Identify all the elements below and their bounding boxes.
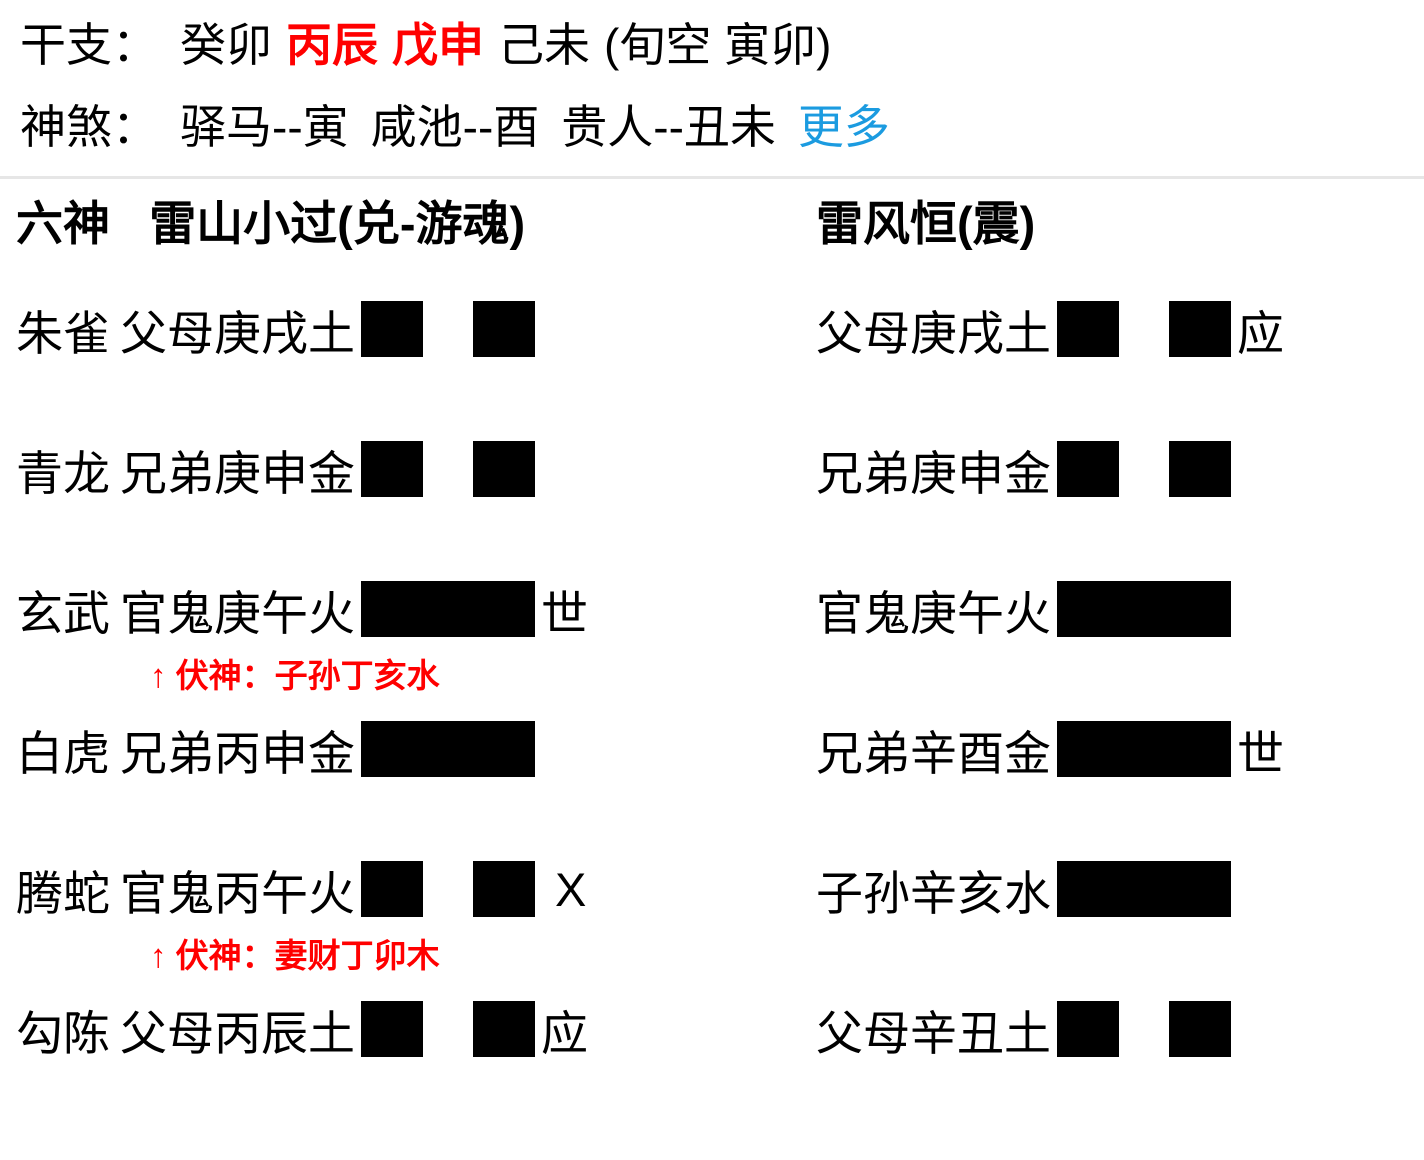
yao-name-label: 兄弟庚申金 bbox=[816, 446, 1051, 500]
yao-left-cell[interactable]: 白虎 兄弟丙申金 bbox=[16, 701, 555, 797]
ganzhi-label: 干支： bbox=[20, 19, 158, 71]
yao-line-yang-icon bbox=[1057, 859, 1231, 919]
fushen-annotation: ↑ 伏神：妻财丁卯木 bbox=[150, 937, 440, 974]
yao-right-cell[interactable]: 兄弟庚申金 bbox=[816, 421, 1237, 517]
yao-right-cell[interactable]: 子孙辛亥水 bbox=[816, 841, 1237, 937]
yao-line-yin-icon bbox=[1057, 999, 1231, 1059]
yao-name-label: 父母庚戌土 bbox=[120, 306, 355, 360]
yao-left-cell[interactable]: 青龙 兄弟庚申金 bbox=[16, 421, 555, 517]
section-divider bbox=[0, 176, 1424, 179]
yao-right-cell[interactable]: 父母庚戌土 应 bbox=[816, 281, 1284, 377]
yao-line-yin-icon bbox=[361, 999, 535, 1059]
yao-name-label: 兄弟庚申金 bbox=[120, 446, 355, 500]
hexagram-table: 六神 雷山小过(兑-游魂) 雷风恒(震) 朱雀 父母庚戌土 父母庚戌土 应 青龙… bbox=[0, 179, 1424, 1121]
yao-row: 勾陈 父母丙辰土 应 父母辛丑土 bbox=[0, 981, 1424, 1121]
yao-line-yin-icon bbox=[1057, 299, 1231, 359]
yao-name-label: 官鬼丙午火 bbox=[120, 866, 355, 920]
yao-name-label: 官鬼庚午火 bbox=[816, 586, 1051, 640]
yao-name-label: 兄弟丙申金 bbox=[120, 726, 355, 780]
shensha-item-guiren: 贵人--丑未 bbox=[561, 101, 776, 153]
yao-left-cell[interactable]: 玄武 官鬼庚午火 世 bbox=[16, 561, 602, 657]
sixgod-label: 玄武 bbox=[16, 586, 110, 640]
divination-info-block: 干支： 癸卯丙辰戊申己未 (旬空 寅卯) 神煞： 驿马--寅咸池--酉贵人--丑未更多 bbox=[0, 0, 1424, 168]
yao-left-cell[interactable]: 朱雀 父母庚戌土 bbox=[16, 281, 555, 377]
hexagram-primary-header: 六神 雷山小过(兑-游魂) bbox=[16, 185, 816, 254]
shensha-line: 神煞： 驿马--寅咸池--酉贵人--丑未更多 bbox=[20, 86, 1424, 168]
shensha-item-xianchi: 咸池--酉 bbox=[370, 101, 540, 153]
yao-line-yang-icon bbox=[361, 579, 535, 639]
shi-ying-marker: 应 bbox=[541, 1006, 588, 1060]
yao-row: 玄武 官鬼庚午火 世 官鬼庚午火 ↑ 伏神：子孙丁亥水 bbox=[0, 561, 1424, 701]
ganzhi-day: 戊申 bbox=[392, 19, 484, 71]
yao-name-label: 子孙辛亥水 bbox=[816, 866, 1051, 920]
yao-left-cell[interactable]: 勾陈 父母丙辰土 应 bbox=[16, 981, 602, 1077]
sixgod-label: 勾陈 bbox=[16, 1006, 110, 1060]
shi-ying-marker: 应 bbox=[1237, 306, 1284, 360]
yao-name-label: 父母丙辰土 bbox=[120, 1006, 355, 1060]
yao-row: 青龙 兄弟庚申金 兄弟庚申金 bbox=[0, 421, 1424, 561]
ganzhi-xunkong: (旬空 寅卯) bbox=[604, 19, 832, 71]
fushen-annotation: ↑ 伏神：子孙丁亥水 bbox=[150, 657, 440, 694]
sixgod-label: 腾蛇 bbox=[16, 866, 110, 920]
yao-right-cell[interactable]: 兄弟辛酉金 世 bbox=[816, 701, 1284, 797]
yao-line-yin-icon bbox=[1057, 439, 1231, 499]
sixgod-label: 白虎 bbox=[16, 726, 110, 780]
yao-line-yin-icon bbox=[361, 859, 535, 919]
sixgod-column-header: 六神 bbox=[16, 197, 110, 250]
yao-row: 白虎 兄弟丙申金 兄弟辛酉金 世 bbox=[0, 701, 1424, 841]
yao-right-cell[interactable]: 父母辛丑土 bbox=[816, 981, 1237, 1077]
moving-line-marker: X bbox=[555, 862, 587, 916]
shensha-item-yima: 驿马--寅 bbox=[180, 101, 349, 153]
yao-line-yin-icon bbox=[361, 299, 535, 359]
shensha-more-link[interactable]: 更多 bbox=[797, 101, 890, 153]
yao-line-yin-icon bbox=[361, 439, 535, 499]
shensha-label: 神煞： bbox=[20, 101, 158, 153]
ganzhi-hour: 己未 bbox=[498, 19, 590, 71]
shi-ying-marker: 世 bbox=[541, 586, 588, 640]
yao-name-label: 兄弟辛酉金 bbox=[816, 726, 1051, 780]
yao-line-yang-icon bbox=[361, 719, 535, 779]
yao-line-yang-icon bbox=[1057, 719, 1231, 779]
ganzhi-month: 丙辰 bbox=[286, 19, 378, 71]
yao-left-cell[interactable]: 腾蛇 官鬼丙午火 X bbox=[16, 841, 586, 937]
primary-hexagram-name[interactable]: 雷山小过(兑-游魂) bbox=[149, 197, 526, 250]
yao-name-label: 父母辛丑土 bbox=[816, 1006, 1051, 1060]
hexagram-header-row: 六神 雷山小过(兑-游魂) 雷风恒(震) bbox=[0, 185, 1424, 281]
ganzhi-line: 干支： 癸卯丙辰戊申己未 (旬空 寅卯) bbox=[20, 4, 1424, 86]
yao-name-label: 父母庚戌土 bbox=[816, 306, 1051, 360]
yao-right-cell[interactable]: 官鬼庚午火 bbox=[816, 561, 1237, 657]
shi-ying-marker: 世 bbox=[1237, 726, 1284, 780]
sixgod-label: 青龙 bbox=[16, 446, 110, 500]
yao-line-yang-icon bbox=[1057, 579, 1231, 639]
changed-hexagram-name[interactable]: 雷风恒(震) bbox=[816, 197, 1036, 250]
yao-name-label: 官鬼庚午火 bbox=[120, 586, 355, 640]
yao-row: 腾蛇 官鬼丙午火 X 子孙辛亥水 ↑ 伏神：妻财丁卯木 bbox=[0, 841, 1424, 981]
yao-row: 朱雀 父母庚戌土 父母庚戌土 应 bbox=[0, 281, 1424, 421]
sixgod-label: 朱雀 bbox=[16, 306, 110, 360]
ganzhi-year: 癸卯 bbox=[180, 19, 272, 71]
